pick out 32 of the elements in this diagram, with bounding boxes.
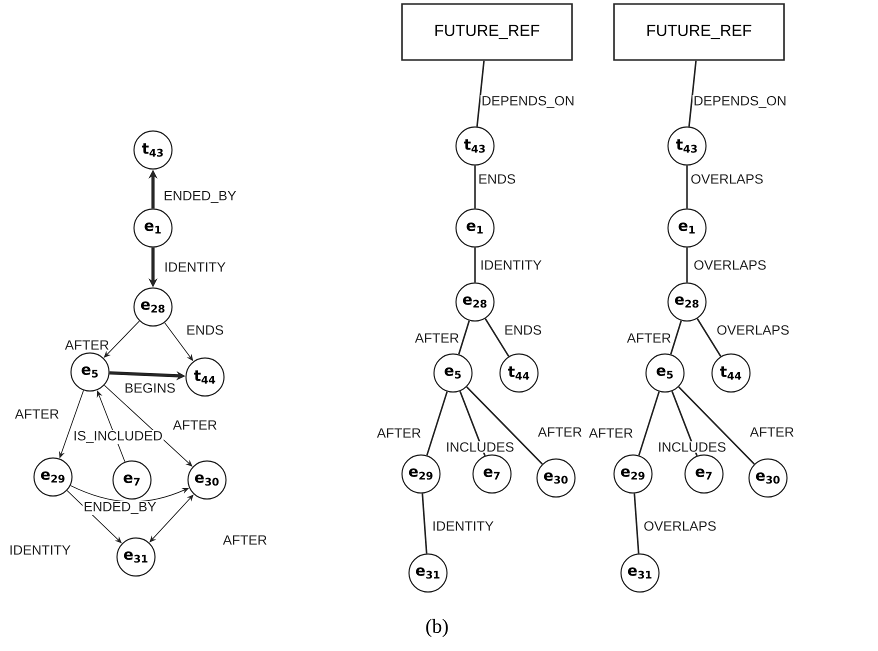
- edge-label: IDENTITY: [431, 520, 495, 532]
- edge-label: AFTER: [376, 427, 422, 439]
- edge-label: IDENTITY: [163, 261, 227, 273]
- edge-label: AFTER: [172, 419, 218, 431]
- edge-label: OVERLAPS: [642, 520, 718, 532]
- edge-label: OVERLAPS: [692, 259, 768, 271]
- edge-label: BEGINS: [124, 382, 176, 394]
- edge-label: AFTER: [626, 332, 672, 344]
- edge-label: AFTER: [414, 332, 460, 344]
- edge-label: INCLUDES: [444, 441, 516, 453]
- edge-label: AFTER: [64, 339, 110, 351]
- edge-label: AFTER: [14, 408, 60, 420]
- edge-label: ENDED_BY: [82, 501, 158, 515]
- label-box: FUTURE_REF: [613, 3, 785, 61]
- edge-label: AFTER: [222, 534, 268, 546]
- edge-label: AFTER: [588, 427, 634, 439]
- edge-label: IDENTITY: [479, 259, 543, 271]
- edge-label: INCLUDES: [656, 441, 728, 453]
- edge-label: AFTER: [536, 426, 584, 438]
- edge-label: ENDED_BY: [162, 190, 238, 204]
- edge-label: IDENTITY: [8, 544, 72, 556]
- edge-label: DEPENDS_ON: [480, 94, 576, 110]
- caption: (b): [426, 618, 448, 638]
- edge-label: OVERLAPS: [690, 173, 764, 185]
- edge-label: DEPENDS_ON: [692, 94, 788, 110]
- edge-label: IS_INCLUDED: [72, 430, 164, 444]
- edge-label: OVERLAPS: [716, 324, 790, 336]
- edge-label: ENDS: [503, 324, 543, 336]
- edge-label: AFTER: [748, 426, 796, 438]
- label-box: FUTURE_REF: [401, 3, 573, 61]
- edge-label: ENDS: [477, 173, 517, 185]
- edge-label: ENDS: [185, 324, 225, 336]
